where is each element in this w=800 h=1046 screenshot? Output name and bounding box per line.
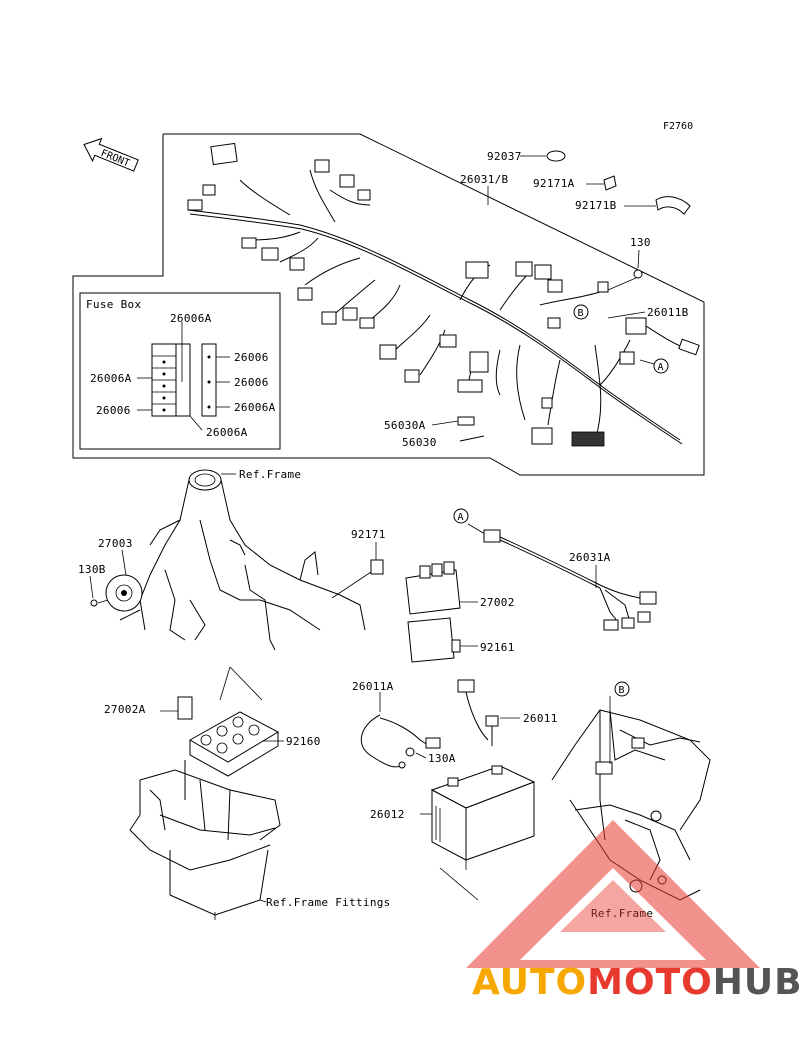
label-ref-frame-fittings: Ref.Frame Fittings: [266, 896, 391, 909]
label-26012: 26012: [370, 808, 405, 821]
watermark-part2: MOTO: [587, 962, 713, 1003]
callout-b-bottom: [614, 681, 630, 697]
harness-group-outline: [72, 133, 705, 476]
clamp-92171A: [586, 175, 617, 191]
horn-27003: [90, 574, 143, 612]
callout-a-mid: [453, 508, 469, 524]
bolt-130-icon: [633, 269, 643, 279]
watermark-logo: [466, 820, 760, 968]
sub-harness-26031A: [467, 523, 657, 631]
callout-a-mid-label: A: [458, 512, 464, 523]
fuse-label-3: 26006: [96, 404, 131, 417]
battery-26012: [420, 765, 536, 901]
callout-a-top-label: A: [658, 362, 664, 373]
leader-92171-frame: [331, 571, 372, 599]
label-26031A: 26031A: [569, 551, 611, 564]
fuse-box-title: Fuse Box: [86, 298, 141, 311]
label-26011B: 26011B: [647, 306, 689, 319]
fuse-box-body: [137, 322, 230, 431]
label-92171A: 92171A: [533, 177, 575, 190]
watermark-part1: AUTO: [472, 962, 587, 1003]
battery-case: [129, 666, 281, 920]
label-92160: 92160: [286, 735, 321, 748]
fuse-label-5: 26006: [234, 376, 269, 389]
cable-26011A: [360, 692, 441, 769]
module-27002: [405, 561, 461, 615]
callout-b-bottom-label: B: [619, 685, 625, 696]
leader-130b: [607, 277, 637, 291]
label-92171B: 92171B: [575, 199, 617, 212]
callout-b-top: [573, 304, 589, 320]
label-92037: 92037: [487, 150, 522, 163]
callout-b-top-label: B: [578, 308, 584, 319]
leader-130: [637, 249, 640, 269]
label-92161: 92161: [480, 641, 515, 654]
front-arrow-icon: FRONT: [83, 137, 139, 172]
label-26031B: 26031/B: [460, 173, 509, 186]
fuse-label-4: 26006: [234, 351, 269, 364]
leader-26011B: [607, 311, 646, 319]
label-130: 130: [630, 236, 651, 249]
label-ref-frame-top: Ref.Frame: [239, 468, 301, 481]
leader-130B: [89, 575, 94, 599]
callout-a-top: [653, 358, 669, 374]
leader-56030A: [431, 420, 459, 426]
watermark-text: AUTOMOTOHUB: [472, 962, 800, 1003]
clamp-92171B: [624, 196, 691, 215]
fuse-box-inset: [79, 292, 281, 450]
watermark-part3: HUB: [713, 962, 800, 1003]
main-harness-26031B: [187, 169, 683, 445]
leader-a-top: [639, 359, 655, 365]
fuse-label-6: 26006A: [234, 401, 276, 414]
clamp-92037: [520, 150, 566, 162]
label-92171: 92171: [351, 528, 386, 541]
label-ref-frame-bottom: Ref.Frame: [591, 907, 653, 920]
relay-92171: [370, 559, 384, 575]
leader-27003: [121, 549, 127, 576]
label-130B: 130B: [78, 563, 106, 576]
label-130A: 130A: [428, 752, 456, 765]
module-92161: [407, 617, 461, 663]
label-27002A: 27002A: [104, 703, 146, 716]
label-27002: 27002: [480, 596, 515, 609]
wire-26011B: [645, 325, 700, 356]
label-26011: 26011: [523, 712, 558, 725]
harness-connectors: [187, 142, 647, 447]
label-27003: 27003: [98, 537, 133, 550]
label-26011A: 26011A: [352, 680, 394, 693]
fuse-label-2: 26006A: [90, 372, 132, 385]
frame-assembly: [119, 469, 366, 651]
label-56030: 56030: [402, 436, 437, 449]
fuse-56030: [459, 435, 485, 442]
watermark-triangle-icon: [466, 820, 760, 968]
figure-code: F2760: [663, 121, 693, 132]
cable-26011: [457, 679, 520, 746]
fuse-label-1: 26006A: [170, 312, 212, 325]
leader-130A: [415, 752, 427, 759]
label-56030A: 56030A: [384, 419, 426, 432]
fuse-56030A: [457, 416, 475, 426]
fuse-label-7: 26006A: [206, 426, 248, 439]
